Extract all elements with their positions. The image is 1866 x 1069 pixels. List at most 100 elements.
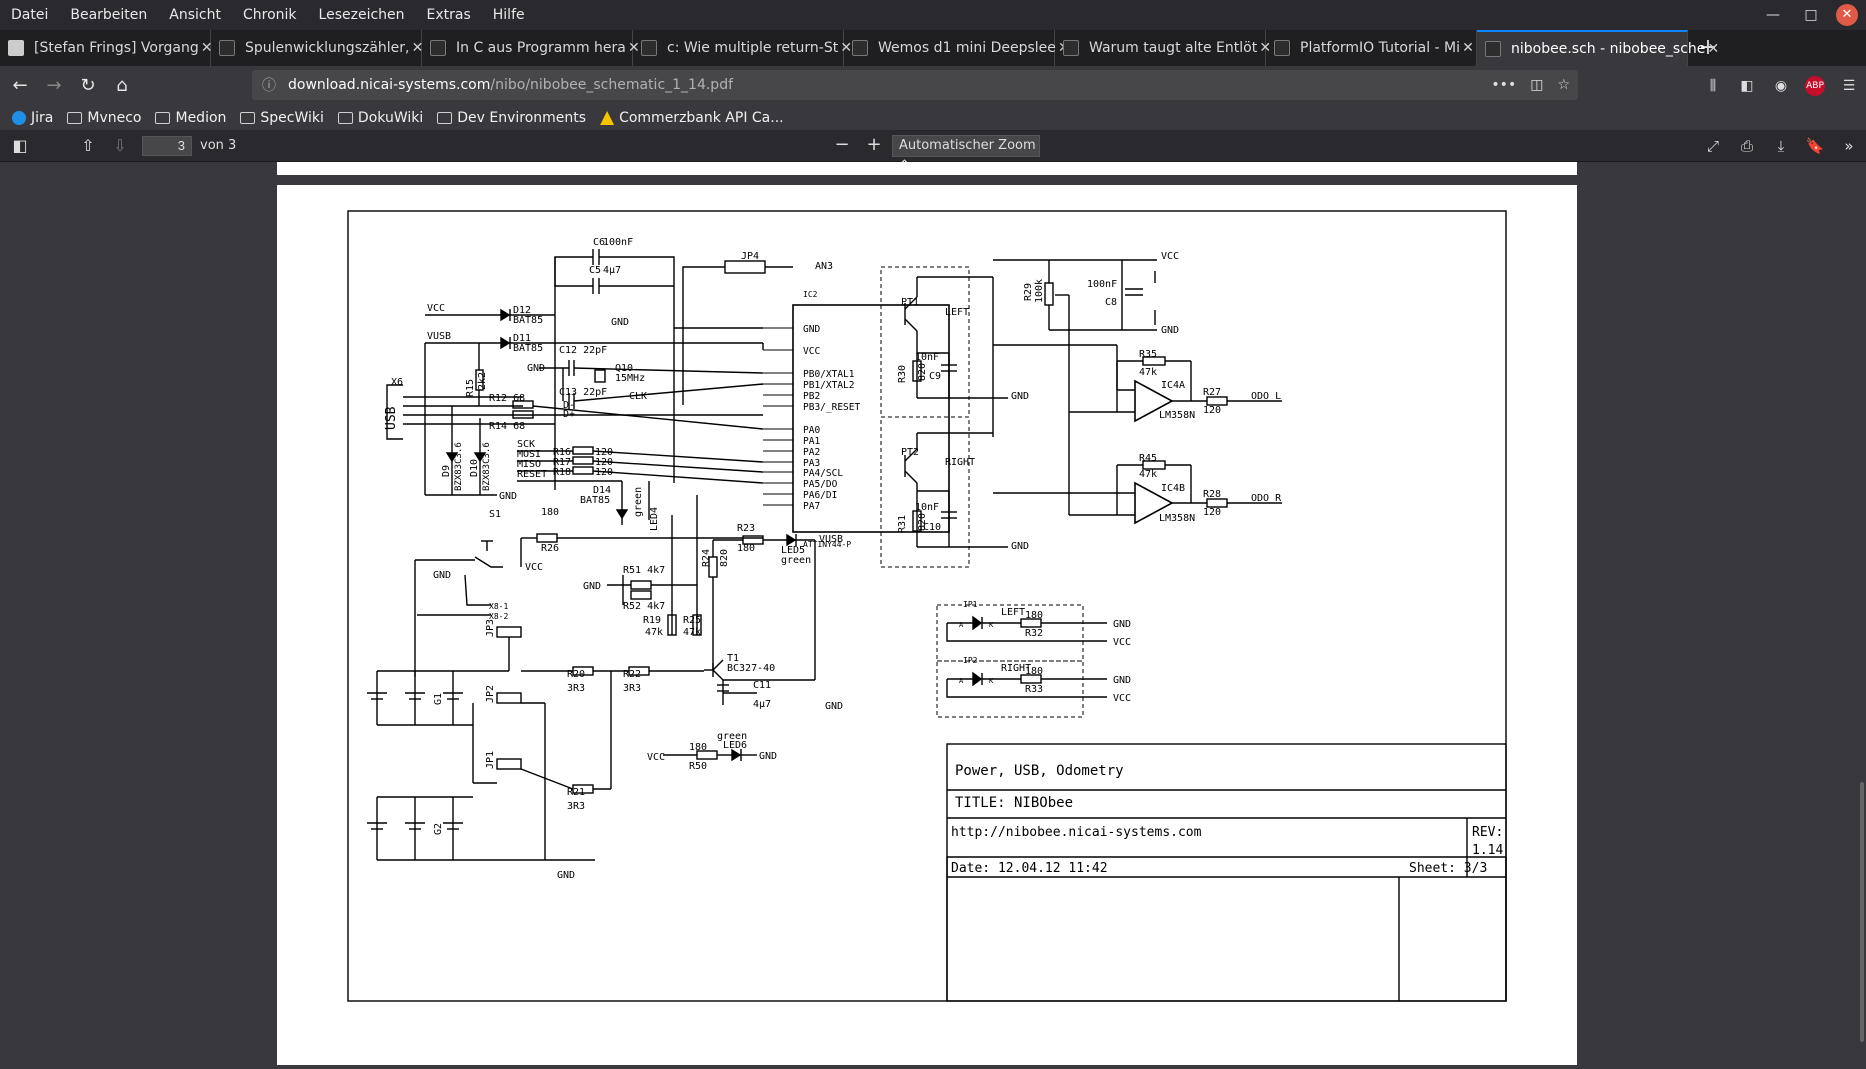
- home-icon[interactable]: ⌂: [116, 75, 128, 96]
- bookmark-dokuwiki[interactable]: DokuWiki: [337, 110, 423, 126]
- pdf-viewer[interactable]: GND VCC PB0/XTAL1 PB1/XTAL2 PB2 PB3/_RES…: [0, 162, 1866, 1065]
- label: 15MHz: [615, 373, 645, 384]
- menu-lesezeichen[interactable]: Lesezeichen: [318, 7, 405, 23]
- next-page-icon[interactable]: ⇩: [113, 136, 127, 155]
- close-tab-icon[interactable]: ✕: [1462, 40, 1474, 56]
- close-tab-icon[interactable]: ✕: [411, 40, 424, 56]
- bookmark-label: Jira: [31, 110, 54, 126]
- close-tab-icon[interactable]: ✕: [1259, 40, 1272, 56]
- bookmark-star-icon[interactable]: ☆: [1557, 77, 1570, 93]
- net-label: GND: [583, 581, 601, 592]
- net-label: GND: [825, 701, 843, 712]
- bookmark-specwiki[interactable]: SpecWiki: [240, 110, 324, 126]
- label: R19: [643, 615, 661, 626]
- close-window-icon[interactable]: ✕: [1836, 4, 1858, 26]
- rev-value: 1.14: [1472, 843, 1503, 858]
- tab-0[interactable]: [Stefan Frings] Vorgang✕: [0, 30, 213, 66]
- adblock-icon[interactable]: ABP: [1805, 76, 1825, 96]
- label: BAT85: [513, 315, 543, 326]
- net-label: GND: [1161, 325, 1179, 336]
- tab-6[interactable]: PlatformIO Tutorial - Mi✕: [1266, 30, 1477, 66]
- page-count: von 3: [200, 138, 237, 153]
- page-number-input[interactable]: [142, 135, 192, 156]
- presentation-mode-icon[interactable]: ⤢: [1706, 137, 1719, 155]
- close-tab-icon[interactable]: ✕: [627, 40, 640, 56]
- print-icon[interactable]: ⎙: [1740, 137, 1753, 155]
- schematic-frame: [347, 210, 1507, 1002]
- close-tab-icon[interactable]: ✕: [840, 40, 853, 56]
- reload-icon[interactable]: ↻: [80, 75, 96, 96]
- tab-bar: [Stefan Frings] Vorgang✕ Spulenwicklungs…: [0, 30, 1866, 66]
- label: 820: [719, 549, 730, 567]
- bookmark-icon[interactable]: 🔖: [1805, 137, 1825, 155]
- previous-page-icon[interactable]: ⇧: [81, 136, 95, 155]
- minimize-icon[interactable]: —: [1766, 7, 1780, 23]
- title-block-frame: [946, 743, 1507, 1002]
- bookmark-jira[interactable]: Jira: [12, 110, 53, 126]
- library-icon[interactable]: ⫼: [1709, 78, 1717, 94]
- bookmark-dev-environments[interactable]: Dev Environments: [437, 110, 586, 126]
- menu-ansicht[interactable]: Ansicht: [169, 7, 221, 23]
- zoom-in-icon[interactable]: +: [866, 134, 882, 155]
- label: LEFT: [1001, 607, 1025, 618]
- toggle-sidebar-icon[interactable]: ◧: [12, 136, 28, 155]
- label: 3R3: [567, 683, 585, 694]
- tab-1[interactable]: Spulenwicklungszähler, ✕: [211, 30, 423, 66]
- bookmark-mvneco[interactable]: Mvneco: [67, 110, 141, 126]
- label: D11: [513, 333, 531, 344]
- zoom-out-icon[interactable]: −: [834, 134, 850, 155]
- account-icon[interactable]: ◉: [1774, 78, 1788, 94]
- favicon-icon: [1485, 41, 1501, 57]
- page-actions-icon[interactable]: •••: [1491, 77, 1517, 93]
- net-label: MOSI: [517, 449, 541, 460]
- label: BZX83C3.6: [454, 442, 464, 491]
- label: C9: [929, 371, 941, 382]
- close-tab-icon[interactable]: ✕: [1707, 41, 1720, 57]
- battery-g1: [367, 670, 509, 726]
- info-icon[interactable]: ⓘ: [262, 78, 276, 94]
- menu-hilfe[interactable]: Hilfe: [492, 7, 525, 23]
- folder-icon: [67, 112, 83, 124]
- pin-label: PA7: [803, 501, 820, 512]
- close-tab-icon[interactable]: ✕: [200, 40, 213, 56]
- label: D+: [563, 409, 575, 420]
- menu-extras[interactable]: Extras: [426, 7, 471, 23]
- maximize-icon[interactable]: □: [1804, 7, 1818, 23]
- usb-connector: [386, 343, 764, 496]
- pocket-icon[interactable]: ◫: [1530, 77, 1544, 93]
- forward-arrow-icon[interactable]: →: [46, 75, 62, 96]
- zoom-value: Automatischer Zoom: [899, 138, 1036, 153]
- favicon-icon: [1063, 40, 1079, 56]
- tab-5[interactable]: Warum taugt alte Entlöt✕: [1055, 30, 1271, 66]
- tab-7-active[interactable]: nibobee.sch - nibobee_sche✕: [1477, 30, 1719, 66]
- input-diodes: [425, 308, 764, 350]
- label: 3R3: [623, 683, 641, 694]
- net-label: AN3: [815, 261, 833, 272]
- label: Q10: [615, 363, 633, 374]
- label: LED5: [781, 545, 805, 556]
- tab-2[interactable]: In C aus Programm hera✕: [422, 30, 640, 66]
- hamburger-menu-icon[interactable]: ☰: [1842, 78, 1856, 94]
- bookmark-commerzbank[interactable]: Commerzbank API Ca...: [600, 110, 784, 126]
- back-arrow-icon[interactable]: ←: [12, 75, 28, 96]
- bookmark-medion[interactable]: Medion: [155, 110, 226, 126]
- tab-4[interactable]: Wemos d1 mini Deepslee✕: [844, 30, 1070, 66]
- download-icon[interactable]: ⤓: [1777, 137, 1785, 155]
- label: JP2: [485, 685, 496, 703]
- tab-3[interactable]: c: Wie multiple return-St✕: [633, 30, 852, 66]
- menu-chronik[interactable]: Chronik: [242, 7, 297, 23]
- sidebar-icon[interactable]: ◧: [1740, 78, 1754, 94]
- menu-datei[interactable]: Datei: [11, 7, 49, 23]
- new-tab-button[interactable]: +: [1698, 35, 1718, 60]
- url-bar[interactable]: ⓘ download.nicai-systems.com/nibo/nibobe…: [252, 70, 1578, 100]
- favicon-icon: [1274, 40, 1290, 56]
- vertical-scrollbar[interactable]: [1860, 782, 1864, 1042]
- net-label: GND: [1011, 391, 1029, 402]
- net-label: GND: [1113, 675, 1131, 686]
- label: R31: [897, 515, 908, 533]
- net-label: VCC: [525, 562, 543, 573]
- label: R51 4k7: [623, 565, 665, 576]
- menu-bearbeiten[interactable]: Bearbeiten: [70, 7, 148, 23]
- zoom-select[interactable]: Automatischer Zoom ⇕: [892, 135, 1040, 173]
- tools-icon[interactable]: »: [1844, 137, 1854, 155]
